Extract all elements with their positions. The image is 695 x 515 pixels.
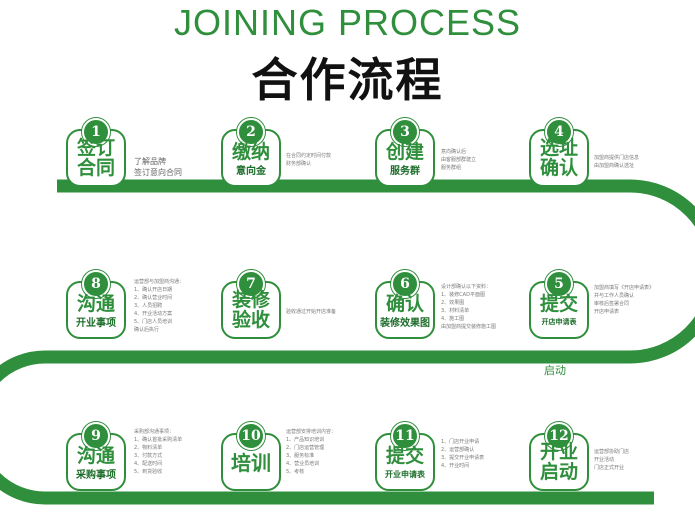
step-8-description: 运营部与加盟商沟通： 1、确认开店日期 2、确认营业时间 3、人员招聘 4、开业… <box>134 279 185 333</box>
step-12-label-line1: 开业 <box>539 441 578 463</box>
launch-label: 启动 <box>544 364 566 377</box>
step-10-number: 10 <box>237 422 265 450</box>
step-4-label-line2: 确认 <box>539 156 578 179</box>
step-12-description: 运营部协助门店 开业活动 门店正式开业 <box>594 449 630 471</box>
step-1-note: 了解品牌签订意向合同 <box>134 157 182 177</box>
step-3-card: 3 创建服务群 <box>375 118 435 187</box>
step-3-label-line1: 创建 <box>385 141 424 163</box>
step-9-card: 9 沟通采购事项 <box>66 422 126 491</box>
step-5-label-line1: 提交 <box>539 293 578 315</box>
step-11-label-line1: 提交 <box>385 445 424 467</box>
step-1-label-line2: 合同 <box>76 156 115 179</box>
step-6-label-line2: 装修效果图 <box>380 317 430 329</box>
title-chinese: 合作流程 <box>251 53 444 107</box>
step-2-description: 在合同约定时间付款 财务部确认 <box>286 153 332 167</box>
step-1-number: 1 <box>82 118 110 146</box>
step-8-label-line1: 沟通 <box>76 293 115 315</box>
step-12-number: 12 <box>545 422 573 450</box>
step-8-card: 8 沟通开业事项 <box>66 270 126 339</box>
step-11-label-line2: 开业申请表 <box>385 469 425 479</box>
step-6-card: 6 确认装修效果图 <box>375 270 435 339</box>
step-7-label-line2: 验收 <box>231 308 270 331</box>
step-7-description: 验收通过开始开店准备 <box>286 309 337 315</box>
step-5-description: 加盟商填写《开店申请表》 并与工作人员确认 审核后签署合同 开店申请表 <box>594 285 655 315</box>
step-12-card: 12 开业启动 <box>529 422 589 491</box>
step-9-description: 采购部沟通事项： 1、确认首批采购清单 2、物料清单 3、付款方式 4、配送时间… <box>134 429 183 475</box>
step-2-label-line1: 缴纳 <box>231 141 270 163</box>
step-4-card: 4 选址确认 <box>529 118 589 187</box>
step-8-label-line2: 开业事项 <box>76 317 116 329</box>
step-4-label-line1: 选址 <box>539 137 578 159</box>
step-3-label-line2: 服务群 <box>390 165 420 177</box>
step-3-number: 3 <box>391 118 419 146</box>
step-6-label-line1: 确认 <box>385 293 424 315</box>
step-7-label-line1: 装修 <box>231 289 270 311</box>
step-5-number: 5 <box>545 270 573 298</box>
step-5-card: 5 提交开店申请表 <box>529 270 589 339</box>
step-9-number: 9 <box>82 422 110 450</box>
title-english: JOINING PROCESS <box>173 2 522 43</box>
step-1-card: 1 签订合同 <box>66 118 126 187</box>
step-9-label-line2: 采购事项 <box>76 469 116 481</box>
step-2-card: 2 缴纳意向金 <box>221 118 281 187</box>
step-7-number: 7 <box>237 270 265 298</box>
step-11-card: 11 提交开业申请表 <box>375 422 435 491</box>
step-2-label-line2: 意向金 <box>236 165 266 177</box>
step-6-description: 设计部确认以下资料： 1、装修CAD平面图 2、效果图 3、材料清单 4、施工图… <box>441 284 497 330</box>
step-9-label-line1: 沟通 <box>76 445 115 467</box>
step-11-description: 1、门店开业申请 2、运营部确认 3、提交开业申请表 4、开业时间 <box>441 439 485 469</box>
step-8-number: 8 <box>82 270 110 298</box>
step-10-label: 培训 <box>231 451 271 475</box>
step-1-label-line1: 签订 <box>76 137 115 159</box>
step-12-label-line2: 启动 <box>539 460 578 483</box>
step-4-number: 4 <box>545 118 573 146</box>
step-5-label-line2: 开店申请表 <box>541 317 577 326</box>
step-7-card: 7 装修验收 <box>221 270 281 339</box>
step-4-description: 加盟商提供门店信息 由加盟商确认选址 <box>594 155 640 169</box>
step-10-card: 10 培训 <box>221 422 281 491</box>
step-11-number: 11 <box>391 422 419 450</box>
step-6-number: 6 <box>391 270 419 298</box>
step-3-description: 意向确认后 由客服部群建立 服务群组 <box>441 149 477 171</box>
step-2-number: 2 <box>237 118 265 146</box>
step-10-description: 运营部安排培训内容： 1、产品知识培训 2、门店运营管理 3、服务标准 4、营业… <box>286 429 337 475</box>
